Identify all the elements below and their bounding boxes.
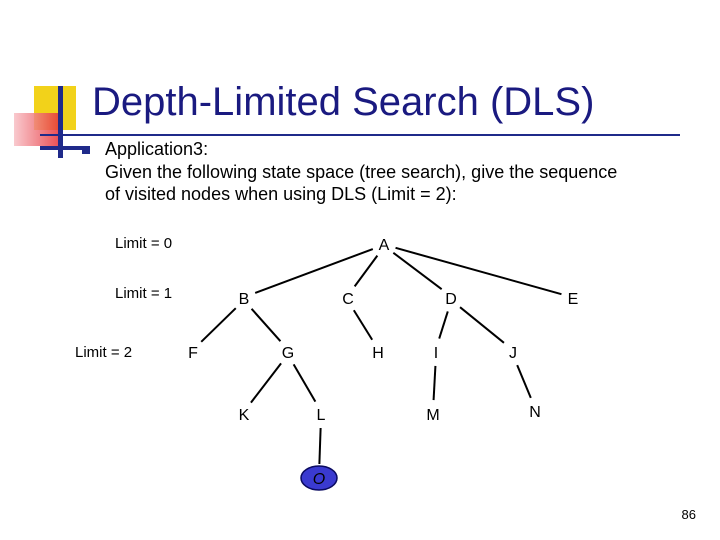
edge-A-B — [254, 248, 374, 294]
edge-B-F — [200, 307, 237, 343]
tree-node-F: F — [188, 345, 198, 362]
slide-title: Depth-Limited Search (DLS) — [92, 80, 595, 124]
edge-D-I — [438, 311, 449, 339]
node-label-D: D — [445, 291, 457, 308]
tree-node-N: N — [529, 404, 541, 421]
title-underline — [40, 134, 680, 136]
tree-node-M: M — [426, 407, 439, 424]
edge-A-C — [353, 255, 379, 287]
limit-0-label: Limit = 0 — [115, 235, 172, 252]
bullet-square-icon — [82, 146, 90, 154]
tree-node-C: C — [342, 291, 354, 308]
node-label-E: E — [568, 291, 579, 308]
tree-node-B: B — [239, 291, 250, 308]
node-label-C: C — [342, 291, 354, 308]
tree-node-G: G — [282, 345, 294, 362]
tree-nodes: A B C D E F G H I J K L M N O — [188, 237, 579, 491]
node-label-B: B — [239, 291, 250, 308]
tree-node-I: I — [434, 345, 438, 362]
edge-D-J — [459, 306, 505, 344]
tree-node-A: A — [379, 237, 390, 254]
problem-line-1: Given the following state space (tree se… — [105, 161, 618, 182]
edge-L-O — [318, 427, 322, 465]
tree-node-K: K — [239, 407, 250, 424]
node-label-M: M — [426, 407, 439, 424]
tree-node-E: E — [568, 291, 579, 308]
node-label-F: F — [188, 345, 198, 362]
tree-node-H: H — [372, 345, 384, 362]
node-label-A: A — [379, 237, 390, 254]
problem-statement: Application3: Given the following state … — [105, 138, 705, 206]
node-label-N: N — [529, 404, 541, 421]
problem-heading: Application3: — [105, 139, 209, 159]
tree-edges — [200, 246, 562, 465]
highlight-node-marker — [300, 465, 338, 491]
edge-B-G — [250, 308, 282, 342]
problem-line-2: of visited nodes when using DLS (Limit =… — [105, 184, 457, 204]
edge-G-K — [250, 362, 282, 404]
tree-node-L: L — [317, 407, 326, 424]
decor-blue-bar-vertical — [58, 86, 63, 158]
decor-blue-bar-horizontal — [40, 146, 84, 150]
node-label-I: I — [434, 345, 438, 362]
node-label-G: G — [282, 345, 294, 362]
tree-node-O: O — [300, 465, 338, 491]
node-label-H: H — [372, 345, 384, 362]
edge-C-H — [352, 309, 374, 341]
node-label-L: L — [317, 407, 326, 424]
edge-J-N — [516, 364, 532, 399]
limit-2-label: Limit = 2 — [75, 344, 132, 361]
page-number: 86 — [681, 507, 696, 522]
edge-A-E — [395, 246, 562, 296]
decor-red-square — [14, 113, 60, 146]
limit-1-label: Limit = 1 — [115, 285, 172, 302]
node-label-O: O — [313, 471, 325, 488]
edge-G-L — [292, 363, 317, 403]
edge-A-D — [392, 251, 443, 291]
node-label-K: K — [239, 407, 250, 424]
tree-node-J: J — [509, 345, 517, 362]
tree-node-D: D — [445, 291, 457, 308]
node-label-J: J — [509, 345, 517, 362]
edge-I-M — [432, 365, 437, 401]
